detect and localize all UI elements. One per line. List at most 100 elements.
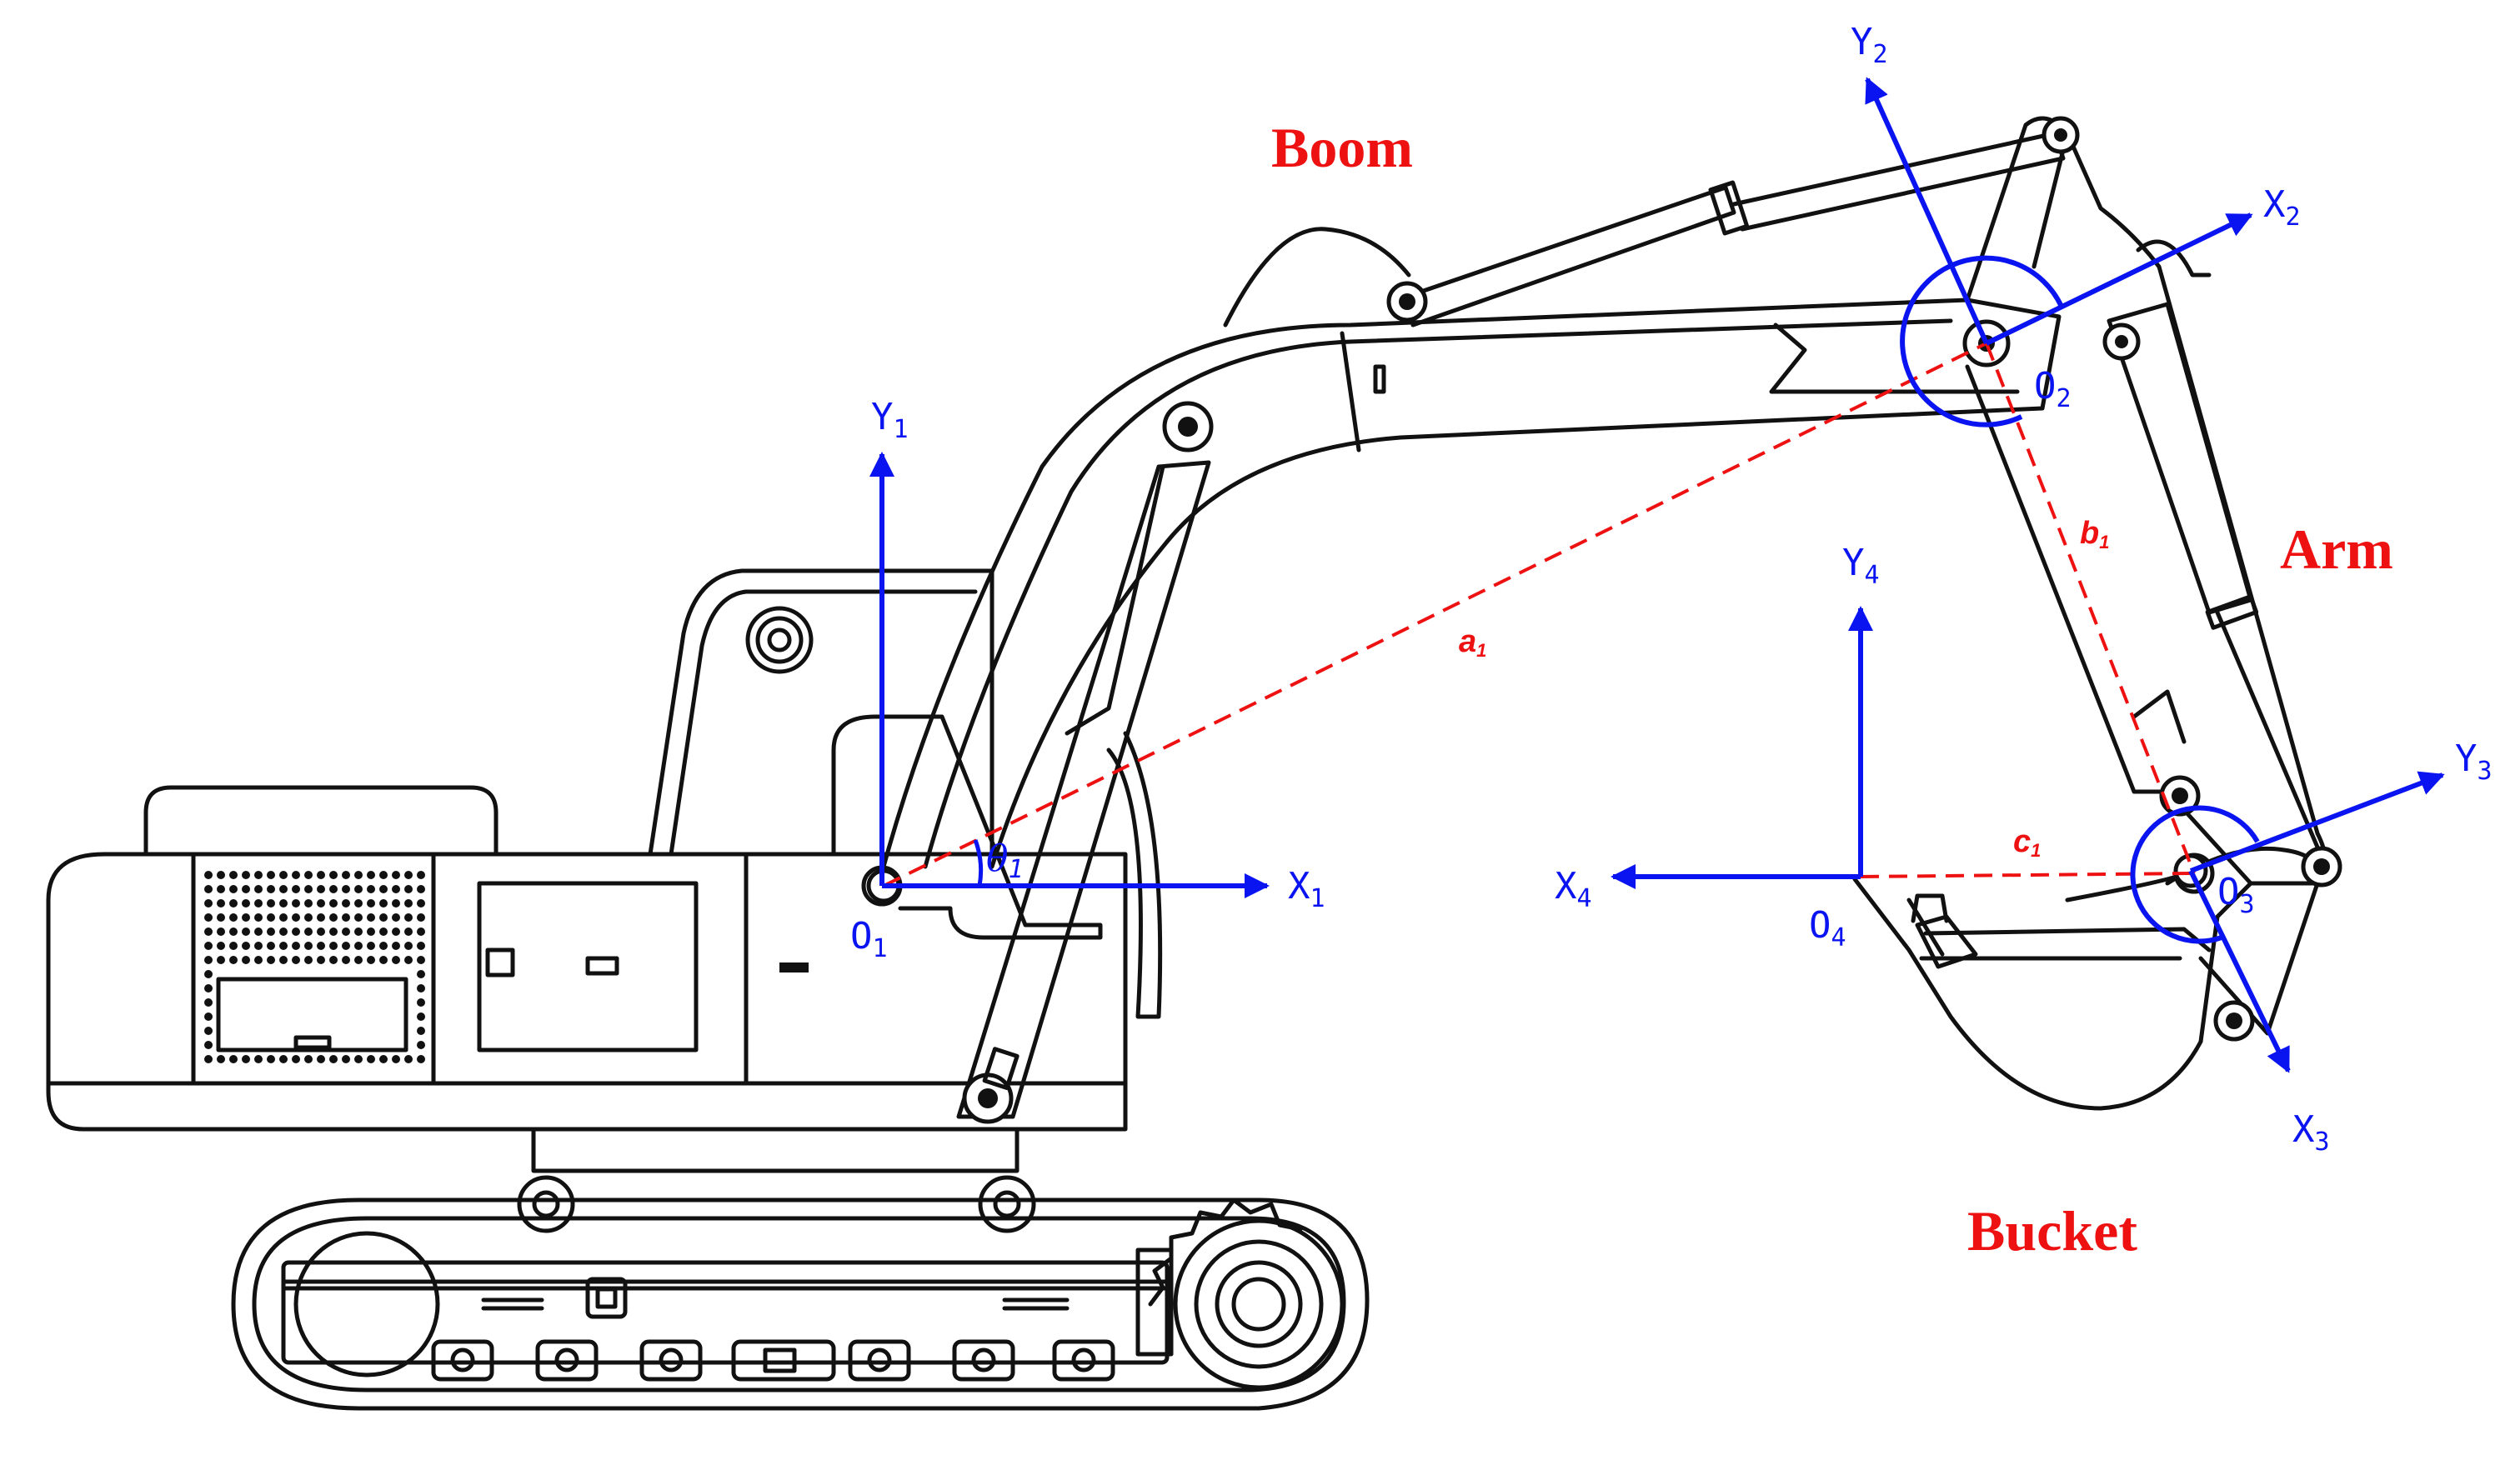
link-b1-line xyxy=(1985,342,2196,874)
label-x2: X2 xyxy=(2263,183,2301,232)
grille-dot xyxy=(267,885,275,893)
grille-dot xyxy=(229,871,238,879)
grille-dot xyxy=(392,885,400,893)
grille-dot xyxy=(304,885,313,893)
grille-dot xyxy=(342,871,350,879)
grille-dot xyxy=(379,956,388,964)
link-c1-line xyxy=(1860,872,2195,878)
grille-dot xyxy=(354,871,363,879)
grille-dot xyxy=(242,913,250,922)
grille-dot xyxy=(292,928,300,936)
grille-dot xyxy=(279,913,288,922)
grille-dot xyxy=(292,1055,300,1063)
grille-dot xyxy=(204,956,213,964)
grille-dot xyxy=(329,899,338,908)
grille-dot xyxy=(279,885,288,893)
boom-structure xyxy=(881,131,2066,1124)
grille-dot xyxy=(354,928,363,936)
grille-dot xyxy=(392,942,400,950)
grille-dot xyxy=(417,1012,425,1021)
grille-dot xyxy=(367,928,375,936)
grille-dot xyxy=(404,885,413,893)
grille-dot xyxy=(392,913,400,922)
grille-dot xyxy=(317,871,325,879)
grille-dot xyxy=(329,871,338,879)
label-theta1: θ1 xyxy=(986,838,1024,884)
grille-dot xyxy=(404,956,413,964)
grille-dot xyxy=(217,913,225,922)
arm-label: Arm xyxy=(2280,518,2393,581)
label-o1: O1 xyxy=(850,915,888,963)
grille-dot xyxy=(317,913,325,922)
dim-c1-label: c1 xyxy=(2013,824,2041,861)
grille-dot xyxy=(367,913,375,922)
grille-dot xyxy=(279,956,288,964)
grille-dot xyxy=(229,956,238,964)
grille-dot xyxy=(304,871,313,879)
grille-dot xyxy=(417,1055,425,1063)
grille-dot xyxy=(367,871,375,879)
grille-dot xyxy=(417,871,425,879)
grille-dot xyxy=(342,913,350,922)
swing-bearing xyxy=(531,1127,1020,1173)
grille-dot xyxy=(367,956,375,964)
label-y2: Y2 xyxy=(1851,21,1888,69)
crawler-track xyxy=(231,1175,1370,1411)
grille-dot xyxy=(417,913,425,922)
grille-dot xyxy=(267,913,275,922)
grille-dot xyxy=(417,899,425,908)
grille-dot xyxy=(317,928,325,936)
grille-dot xyxy=(317,885,325,893)
bucket-structure xyxy=(1852,846,2342,1111)
grille-dot xyxy=(204,970,213,978)
grille-dot xyxy=(229,899,238,908)
grille-dot xyxy=(204,1012,213,1021)
grille-dot xyxy=(267,1055,275,1063)
dimension-lines xyxy=(883,342,2196,888)
grille-dot xyxy=(229,928,238,936)
grille-dot xyxy=(242,885,250,893)
grille-dot xyxy=(317,899,325,908)
grille-dot xyxy=(404,928,413,936)
grille-dot xyxy=(204,1027,213,1035)
grille-dot xyxy=(367,1055,375,1063)
grille-dot xyxy=(354,913,363,922)
grille-dot xyxy=(217,942,225,950)
grille-dot xyxy=(267,928,275,936)
grille-dot xyxy=(342,1055,350,1063)
grille-dot xyxy=(204,984,213,992)
grille-dot xyxy=(329,928,338,936)
grille-dot xyxy=(204,871,213,879)
grille-dot xyxy=(279,871,288,879)
label-x3: X3 xyxy=(2292,1108,2330,1157)
grille-dot xyxy=(342,899,350,908)
grille-dot xyxy=(229,885,238,893)
grille-dot xyxy=(354,885,363,893)
grille-dot xyxy=(254,885,263,893)
joint-o3-arc xyxy=(2130,805,2260,944)
dim-b1-label: b1 xyxy=(2080,516,2109,552)
grille-dot xyxy=(292,942,300,950)
grille-dot xyxy=(329,885,338,893)
grille-dot xyxy=(217,871,225,879)
grille-dot xyxy=(329,956,338,964)
grille-dot xyxy=(292,913,300,922)
grille-dot xyxy=(279,928,288,936)
link-a1-line xyxy=(883,342,1987,888)
grille-dot xyxy=(292,871,300,879)
grille-dot xyxy=(204,1041,213,1049)
grille-dot xyxy=(254,928,263,936)
axis-x2 xyxy=(1985,212,2253,346)
grille-dot xyxy=(304,928,313,936)
angle-theta1-arc xyxy=(973,839,984,887)
grille-dot xyxy=(404,899,413,908)
grille-dot xyxy=(354,942,363,950)
label-o2: O2 xyxy=(2034,365,2072,413)
grille-dot xyxy=(379,1055,388,1063)
grille-dot xyxy=(417,984,425,992)
grille-dot xyxy=(342,956,350,964)
grille-dot xyxy=(367,885,375,893)
grille-dot xyxy=(267,956,275,964)
track-rollers xyxy=(431,1339,1115,1382)
grille-dot xyxy=(242,871,250,879)
